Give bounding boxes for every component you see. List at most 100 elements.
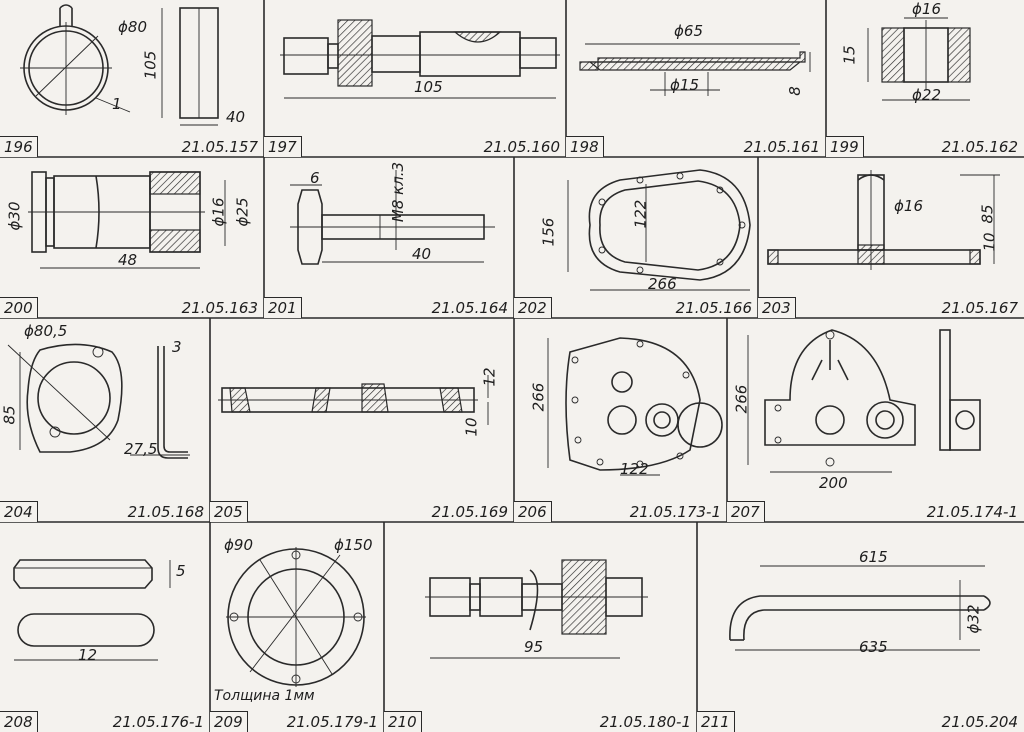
part-200-drawing: [28, 171, 226, 269]
part-197-drawing: [280, 19, 560, 99]
dim-label: 615: [859, 548, 888, 566]
panel-number: 197: [264, 136, 302, 157]
dim-label: 27,5: [124, 440, 158, 458]
panel-number: 207: [727, 501, 765, 522]
part-code: 21.05.176-1: [112, 713, 204, 731]
dim-label: 635: [859, 638, 888, 656]
dim-label: M8 кл.3: [389, 161, 408, 223]
part-201-drawing: [290, 170, 495, 265]
part-code: 21.05.179-1: [286, 713, 378, 731]
panel-198: ϕ65 ϕ15 8 198 21.05.161: [566, 0, 826, 157]
dim-label: ϕ16: [912, 0, 941, 18]
panel-203: ϕ16 85 10 203 21.05.167: [758, 157, 1024, 318]
dim-label: ϕ16: [209, 197, 228, 227]
dim-label: 105: [141, 50, 160, 80]
part-204-drawing: [7, 343, 190, 459]
dim-label: 95: [524, 638, 544, 656]
panel-209: ϕ90 ϕ150 Толщина 1мм 209 21.05.179-1: [210, 522, 384, 732]
dim-label: 85: [978, 204, 997, 224]
panel-number: 210: [384, 711, 422, 732]
part-code: 21.05.168: [127, 503, 204, 521]
dim-label: 10: [462, 417, 481, 437]
part-code: 21.05.164: [431, 299, 508, 317]
dim-label: ϕ22: [912, 86, 941, 104]
panel-208: 5 12 208 21.05.176-1: [0, 522, 210, 732]
part-205-drawing: [218, 375, 489, 425]
dim-label: ϕ80,5: [24, 322, 68, 340]
panel-number: 209: [210, 711, 248, 732]
panel-number: 208: [0, 711, 38, 732]
part-202-drawing: [567, 169, 751, 291]
dim-label: ϕ15: [670, 76, 699, 94]
panel-number: 201: [264, 297, 302, 318]
panel-200: ϕ30 ϕ16 ϕ25 48 200 21.05.163: [0, 157, 264, 318]
panel-number: 203: [758, 297, 796, 318]
dim-label: 12: [480, 367, 499, 387]
part-code: 21.05.174-1: [926, 503, 1018, 521]
panel-206: 266 122 206 21.05.173-1: [514, 318, 727, 522]
panel-number: 206: [514, 501, 552, 522]
dim-label: ϕ30: [5, 201, 24, 231]
panel-199: ϕ16 15 ϕ22 199 21.05.162: [826, 0, 1024, 157]
panel-211: 615 ϕ32 635 211 21.05.204: [697, 522, 1024, 732]
panel-210: 95 210 21.05.180-1: [384, 522, 697, 732]
thickness-note: Толщина 1мм: [214, 688, 315, 704]
part-211-drawing: [729, 565, 991, 651]
part-code: 21.05.173-1: [629, 503, 721, 521]
panel-197: 105 197 21.05.160: [264, 0, 566, 157]
dim-label: 15: [840, 45, 859, 65]
dim-label: ϕ16: [894, 197, 923, 215]
dim-label: 6: [310, 169, 320, 187]
part-code: 21.05.157: [181, 138, 258, 156]
panel-201: 6 M8 кл.3 40 201 21.05.164: [264, 157, 514, 318]
panel-number: 205: [210, 501, 248, 522]
panel-204: ϕ80,5 3 85 27,5 204 21.05.168: [0, 318, 210, 522]
dim-label: 48: [118, 251, 138, 269]
part-203-drawing: [767, 170, 1000, 270]
part-code: 21.05.204: [941, 713, 1018, 731]
panel-207: 266 200 207 21.05.174-1: [727, 318, 1024, 522]
dim-label: 122: [631, 199, 650, 229]
part-196-drawing: [20, 4, 219, 126]
dim-label: 266: [732, 384, 751, 414]
dim-label: 122: [620, 460, 649, 478]
dim-label: 40: [226, 108, 246, 126]
panel-number: 204: [0, 501, 38, 522]
dim-label: 40: [412, 245, 432, 263]
part-code: 21.05.169: [431, 503, 508, 521]
part-207-drawing: [747, 329, 981, 473]
panel-202: 156 122 266 202 21.05.166: [514, 157, 758, 318]
dim-label: ϕ32: [964, 604, 983, 634]
panel-number: 202: [514, 297, 552, 318]
dim-label: ϕ65: [674, 22, 703, 40]
dim-label: ϕ90: [224, 536, 253, 554]
panel-205: 12 10 205 21.05.169: [210, 318, 514, 522]
panel-number: 199: [826, 136, 864, 157]
part-code: 21.05.180-1: [599, 713, 691, 731]
part-code: 21.05.163: [181, 299, 258, 317]
panel-number: 198: [566, 136, 604, 157]
panel-number: 200: [0, 297, 38, 318]
part-code: 21.05.162: [941, 138, 1018, 156]
dim-label: 85: [0, 405, 19, 425]
dim-label: 1: [112, 95, 122, 113]
part-code: 21.05.166: [675, 299, 752, 317]
panel-number: 211: [697, 711, 735, 732]
part-209-drawing: [226, 547, 366, 687]
part-199-drawing: [867, 17, 971, 101]
part-198-drawing: [579, 43, 811, 96]
part-210-drawing: [425, 559, 648, 659]
dim-label: 8: [785, 86, 804, 96]
part-206-drawing: [547, 337, 723, 476]
dim-label: 156: [539, 217, 558, 247]
panel-196: ϕ80 105 40 1 196 21.05.157: [0, 0, 264, 157]
part-code: 21.05.160: [483, 138, 560, 156]
dim-label: 266: [648, 275, 677, 293]
dim-label: 200: [819, 474, 848, 492]
part-208-drawing: [13, 559, 171, 661]
dim-label: 12: [78, 646, 98, 664]
dim-label: 5: [176, 562, 186, 580]
